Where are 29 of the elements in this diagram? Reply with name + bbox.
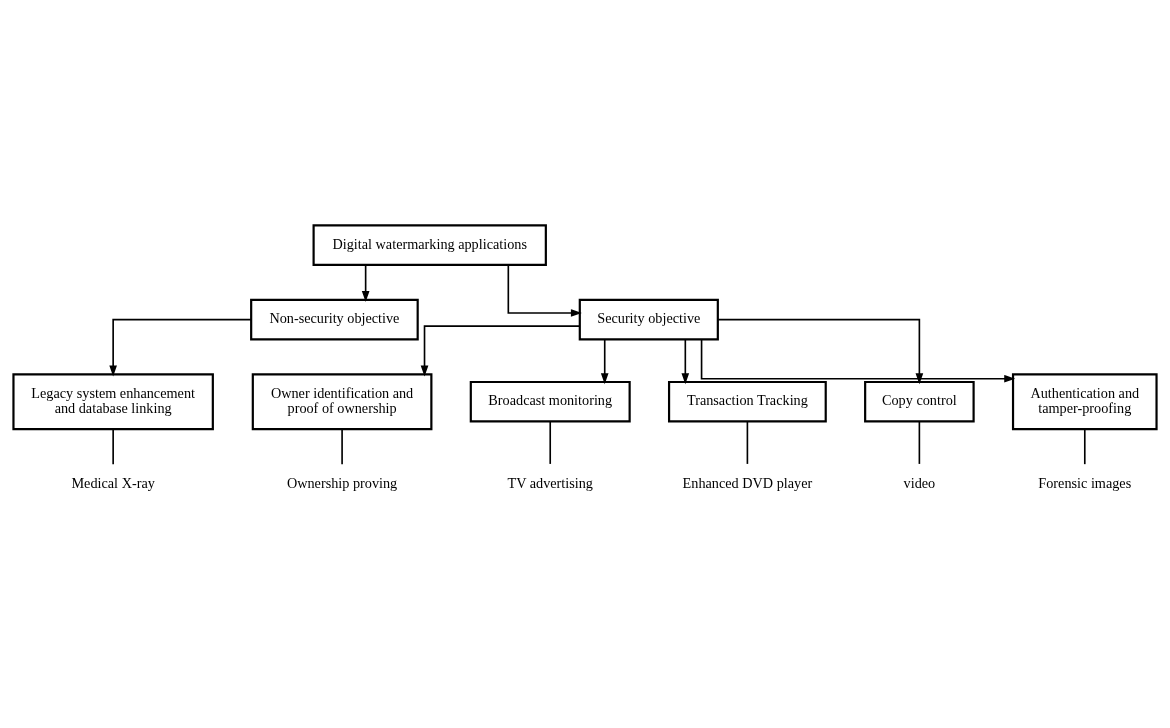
node-box: Legacy system enhancement and database linking: [12, 372, 214, 430]
connector: [112, 428, 114, 465]
arrow: [681, 338, 690, 384]
arrow: [109, 318, 252, 376]
arrow: [507, 263, 582, 317]
node-text: Forensic images: [1038, 474, 1132, 491]
arrow: [420, 324, 581, 376]
node-box: Authentication and tamper-proofing: [1011, 372, 1158, 430]
connector: [746, 420, 749, 465]
node-box: Broadcast monitoring: [469, 380, 631, 423]
arrow: [717, 318, 924, 384]
connector: [1083, 428, 1086, 465]
node-text: video: [903, 474, 936, 491]
connector: [341, 428, 343, 465]
arrow: [361, 263, 370, 302]
node-box: Owner identification and proof of ownership: [251, 372, 433, 430]
node-text: Medical X-ray: [71, 474, 155, 491]
node-box: Digital watermarking applications: [312, 223, 547, 266]
arrow: [600, 338, 609, 384]
node-text: Enhanced DVD player: [682, 474, 813, 491]
node-text: TV advertising: [507, 474, 593, 491]
connector: [549, 420, 552, 465]
node-box: Non-security objective: [250, 298, 419, 340]
arrow: [700, 338, 1016, 383]
connector: [918, 420, 921, 465]
node-box: Copy control: [864, 380, 975, 423]
node-text: Ownership proving: [286, 474, 398, 491]
node-box: Security objective: [578, 298, 719, 340]
node-box: Transaction Tracking: [667, 380, 827, 423]
